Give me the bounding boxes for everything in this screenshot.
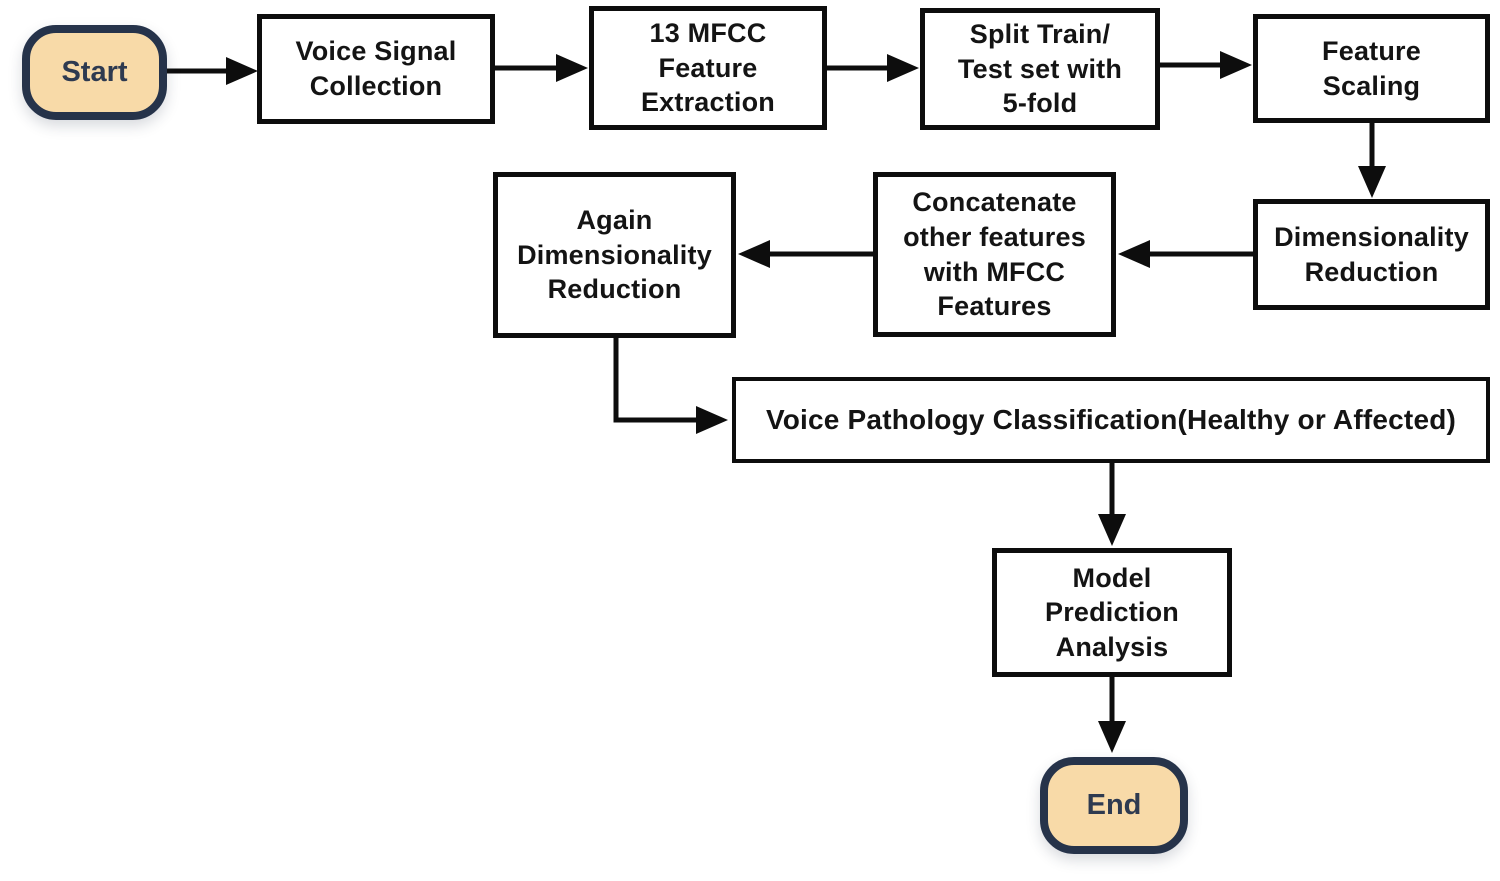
node-concatenate-features: Concatenate other features with MFCC Fea… [873, 172, 1116, 337]
node-start-label: Start [61, 56, 128, 88]
arrow-again-dimensionality-reduction-to-classification [613, 338, 728, 434]
node-dimensionality-reduction: Dimensionality Reduction [1253, 199, 1490, 310]
node-feature-scaling-label: Feature Scaling [1322, 35, 1421, 101]
arrow-dimensionality-reduction-to-concatenate [1118, 240, 1253, 268]
node-again-dimensionality-reduction-label: Again Dimensionality Reduction [517, 205, 712, 305]
node-concatenate-features-label: Concatenate other features with MFCC Fea… [903, 187, 1086, 322]
node-voice-signal-collection: Voice Signal Collection [257, 14, 495, 124]
arrow-start-to-voice-signal-collection [167, 57, 258, 85]
node-feature-scaling: Feature Scaling [1253, 14, 1490, 123]
node-end: End [1040, 757, 1188, 854]
node-model-prediction-analysis-label: Model Prediction Analysis [1044, 562, 1180, 662]
arrow-feature-scaling-to-dimensionality-reduction [1358, 123, 1386, 198]
node-split-train-test-label: Split Train/ Test set with 5-fold [957, 19, 1123, 119]
arrow-model-prediction-to-end [1098, 677, 1126, 753]
node-again-dimensionality-reduction: Again Dimensionality Reduction [493, 172, 736, 338]
arrow-classification-to-model-prediction [1098, 463, 1126, 546]
arrow-split-train-test-to-feature-scaling [1160, 51, 1252, 79]
node-dimensionality-reduction-label: Dimensionality Reduction [1274, 221, 1469, 287]
node-model-prediction-analysis: Model Prediction Analysis [992, 548, 1232, 677]
node-end-label: End [1086, 789, 1142, 821]
node-voice-pathology-classification-label: Voice Pathology Classification(Healthy o… [765, 404, 1457, 436]
node-voice-pathology-classification: Voice Pathology Classification(Healthy o… [732, 377, 1490, 463]
node-voice-signal-collection-label: Voice Signal Collection [295, 36, 457, 101]
node-split-train-test: Split Train/ Test set with 5-fold [920, 8, 1160, 130]
arrow-mfcc-to-split-train-test [827, 54, 919, 82]
node-start: Start [22, 25, 167, 120]
arrow-voice-signal-collection-to-mfcc [495, 54, 588, 82]
node-mfcc-feature-extraction: 13 MFCC Feature Extraction [589, 6, 827, 130]
arrow-concatenate-to-again-dimensionality-reduction [738, 240, 873, 268]
node-mfcc-feature-extraction-label: 13 MFCC Feature Extraction [640, 18, 776, 118]
